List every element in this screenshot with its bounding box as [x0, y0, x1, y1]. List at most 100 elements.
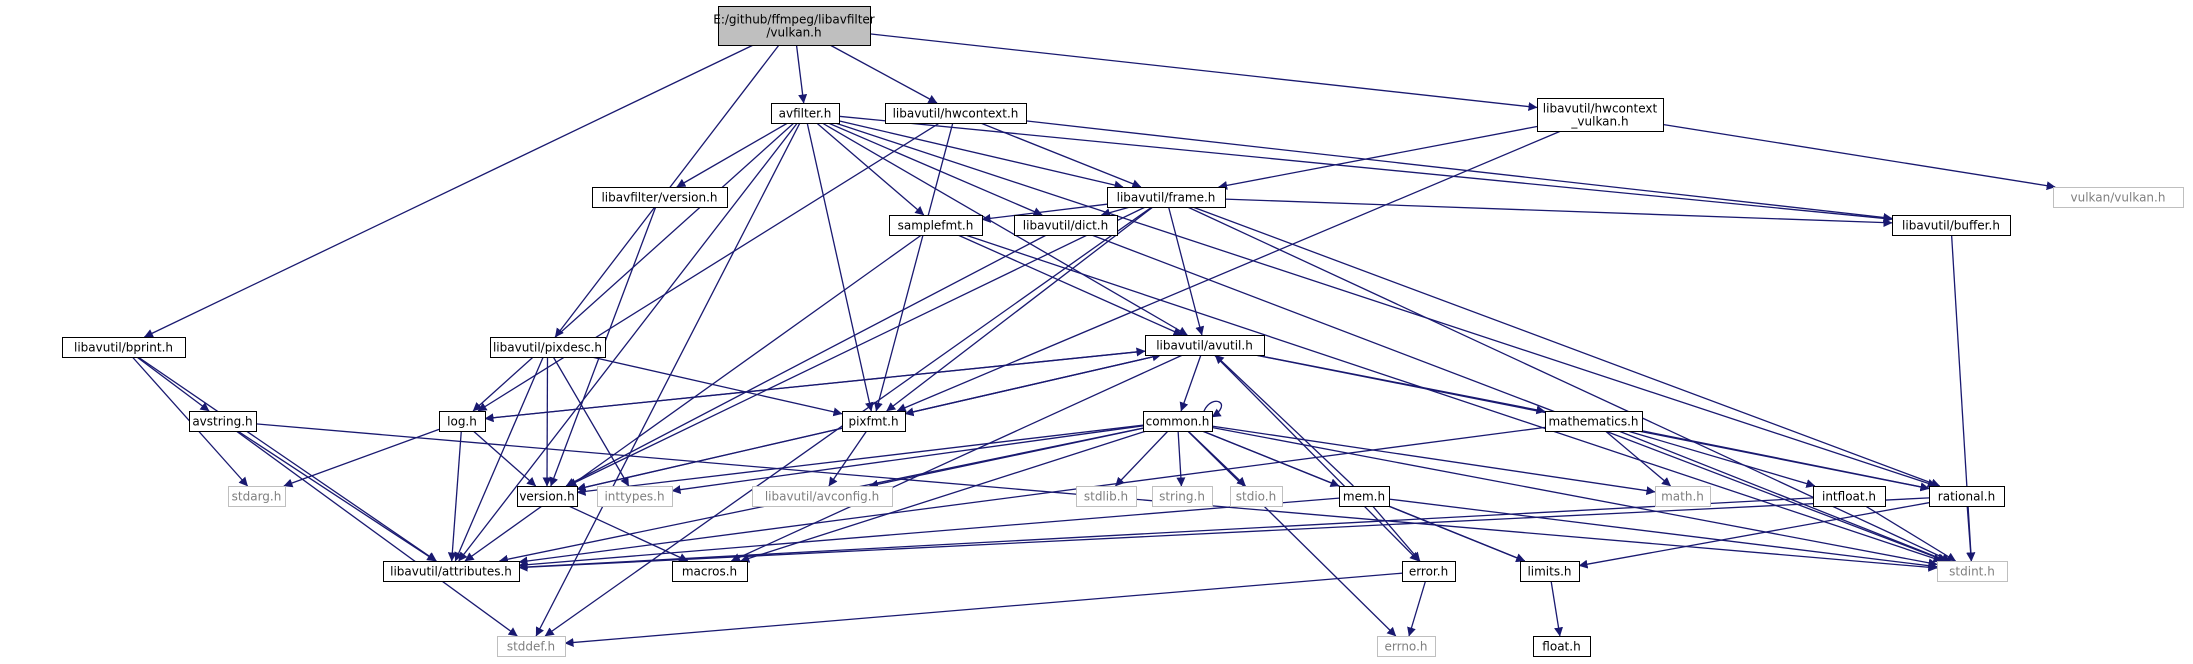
- edge-version_h-to-macros_h: [568, 505, 689, 562]
- node-box-vulkan_vulkan_h: [2053, 187, 2184, 208]
- edge-avutil_h-to-macros_h: [730, 354, 1183, 562]
- node-error_h[interactable]: error.h: [1402, 561, 1456, 582]
- edge-log_h-to-attributes_h: [447, 430, 462, 562]
- node-attributes_h[interactable]: libavutil/attributes.h: [383, 561, 520, 582]
- edge-common_h-to-macros_h: [740, 430, 1147, 563]
- edge-rational_h-to-stdint_h: [1966, 505, 1976, 562]
- node-label-stdarg_h: stdarg.h: [232, 490, 282, 504]
- edge-frame_h-to-rational_h: [1192, 206, 1941, 488]
- node-label-stdio_h: stdio.h: [1236, 490, 1276, 504]
- node-mathematics_h[interactable]: mathematics.h: [1545, 411, 1643, 432]
- edge-samplefmt_h-to-stdint_h: [965, 234, 1943, 563]
- node-common_h[interactable]: common.h: [1143, 411, 1213, 432]
- node-pixfmt_h[interactable]: pixfmt.h: [842, 411, 906, 432]
- edge-common_h-to-math_h: [1211, 425, 1656, 496]
- node-intfloat_h[interactable]: intfloat.h: [1813, 486, 1886, 507]
- edge-vulkan_h-to-bprint_h: [143, 44, 754, 338]
- node-box-pixfmt_h: [842, 411, 906, 432]
- node-box-intfloat_h: [1813, 486, 1886, 507]
- node-box-stddef_h: [497, 636, 566, 657]
- edge-bprint_h-to-avstring_h: [136, 356, 210, 412]
- edge-hwcontext_h-to-frame_h: [980, 122, 1142, 189]
- node-rational_h[interactable]: rational.h: [1929, 486, 2005, 507]
- edge-frame_h-to-dict_h: [1100, 206, 1131, 218]
- node-box-hwcontext_vulkan_h: [1537, 98, 1664, 132]
- edge-avfilter_h-to-frame_h: [838, 120, 1124, 190]
- node-label-stdlib_h: stdlib.h: [1084, 490, 1128, 504]
- edge-hwcontext_vulkan_h-to-vulkan_vulkan_h: [1662, 123, 2056, 191]
- edge-pixdesc_h-to-inttypes_h: [552, 356, 630, 487]
- node-box-version_h: [517, 486, 578, 507]
- edge-dict_h-to-stdint_h: [1091, 234, 1947, 563]
- edge-rational_h-to-attributes_h: [518, 497, 1930, 572]
- edge-vulkan_h-to-hwcontext_vulkan_h: [869, 33, 1538, 112]
- edge-hwcontext_vulkan_h-to-pixfmt_h: [896, 130, 1562, 412]
- node-avstring_h[interactable]: avstring.h: [189, 411, 257, 432]
- edge-vulkan_h-to-hwcontext_h: [829, 44, 938, 104]
- node-label-vulkan_vulkan_h: vulkan/vulkan.h: [2071, 191, 2166, 205]
- edge-error_h-to-stddef_h: [564, 572, 1403, 647]
- node-label-version_h: version.h: [519, 490, 574, 504]
- edge-mathematics_h-to-attributes_h: [518, 426, 1546, 566]
- node-label-errno_h: errno.h: [1385, 640, 1428, 654]
- node-label-bprint_h: libavutil/bprint.h: [74, 341, 173, 355]
- node-macros_h[interactable]: macros.h: [672, 561, 748, 582]
- edge-pixfmt_h-to-avconfig_h: [828, 430, 868, 487]
- node-label-limits_h: limits.h: [1527, 565, 1571, 579]
- edge-avstring_h-to-attributes_h: [237, 430, 437, 562]
- edge-limits_h-to-float_h: [1550, 580, 1563, 637]
- node-label-pixfmt_h: pixfmt.h: [848, 415, 898, 429]
- node-label-hwcontext_h: libavutil/hwcontext.h: [893, 107, 1019, 121]
- node-buffer_h[interactable]: libavutil/buffer.h: [1892, 215, 2011, 236]
- edge-rational_h-to-limits_h: [1578, 502, 1930, 569]
- edges-layer: [131, 33, 2056, 647]
- node-pixdesc_h[interactable]: libavutil/pixdesc.h: [490, 337, 606, 358]
- node-dict_h[interactable]: libavutil/dict.h: [1014, 215, 1118, 236]
- edge-frame_h-to-buffer_h: [1224, 198, 1893, 228]
- edge-intfloat_h-to-stdint_h: [1865, 505, 1956, 562]
- edge-avfilter_h-to-samplefmt_h: [816, 122, 925, 216]
- edge-common_h-to-version_h: [576, 424, 1144, 496]
- node-label-log_h: log.h: [447, 415, 477, 429]
- node-inttypes_h: inttypes.h: [597, 486, 673, 507]
- node-version_h[interactable]: version.h: [517, 486, 578, 507]
- edge-mathematics_h-to-math_h: [1604, 430, 1672, 487]
- node-samplefmt_h[interactable]: samplefmt.h: [889, 215, 983, 236]
- node-avconfig_h: libavutil/avconfig.h: [752, 486, 893, 507]
- node-box-avstring_h: [189, 411, 257, 432]
- node-box-bprint_h: [62, 337, 186, 358]
- edge-intfloat_h-to-attributes_h: [518, 497, 1814, 572]
- node-log_h[interactable]: log.h: [439, 411, 486, 432]
- node-box-log_h: [439, 411, 486, 432]
- node-avutil_h[interactable]: libavutil/avutil.h: [1145, 335, 1265, 356]
- node-limits_h[interactable]: limits.h: [1520, 561, 1580, 582]
- edge-pixfmt_h-to-version_h: [576, 427, 843, 492]
- node-box-avutil_h: [1145, 335, 1265, 356]
- node-mem_h[interactable]: mem.h: [1339, 486, 1390, 507]
- edge-pixdesc_h-to-pixfmt_h: [591, 356, 843, 417]
- node-hwcontext_vulkan_h[interactable]: libavutil/hwcontext_vulkan.h: [1537, 98, 1664, 132]
- edge-mem_h-to-attributes_h: [518, 497, 1340, 570]
- node-vulkan_vulkan_h: vulkan/vulkan.h: [2053, 187, 2184, 208]
- node-box-avconfig_h: [752, 486, 893, 507]
- node-frame_h[interactable]: libavutil/frame.h: [1107, 187, 1226, 208]
- edge-mem_h-to-limits_h: [1388, 505, 1526, 562]
- node-box-stdio_h: [1230, 486, 1283, 507]
- edge-pixfmt_h-to-avutil_h: [904, 352, 1162, 415]
- node-vulkan_h[interactable]: E:/github/ffmpeg/libavfilter/vulkan.h: [713, 6, 875, 46]
- edge-frame_h-to-version_h: [567, 206, 1146, 487]
- node-hwcontext_h[interactable]: libavutil/hwcontext.h: [885, 103, 1027, 124]
- node-float_h[interactable]: float.h: [1533, 636, 1591, 657]
- edge-avfilter_h-to-pixfmt_h: [806, 122, 874, 412]
- node-label-hwcontext_vulkan_h-line2: _vulkan.h: [1570, 115, 1628, 129]
- edge-common_h-to-stdint_h: [1211, 426, 1938, 568]
- node-stdlib_h: stdlib.h: [1076, 486, 1137, 507]
- node-box-libavfilter_version_h: [592, 187, 728, 208]
- node-libavfilter_version_h[interactable]: libavfilter/version.h: [592, 187, 728, 208]
- node-label-libavfilter_version_h: libavfilter/version.h: [601, 191, 717, 205]
- edge-dict_h-to-version_h: [565, 234, 1047, 487]
- node-bprint_h[interactable]: libavutil/bprint.h: [62, 337, 186, 358]
- edge-pixdesc_h-to-version_h: [542, 356, 552, 487]
- node-label-dict_h: libavutil/dict.h: [1023, 219, 1108, 233]
- node-avfilter_h[interactable]: avfilter.h: [771, 103, 840, 124]
